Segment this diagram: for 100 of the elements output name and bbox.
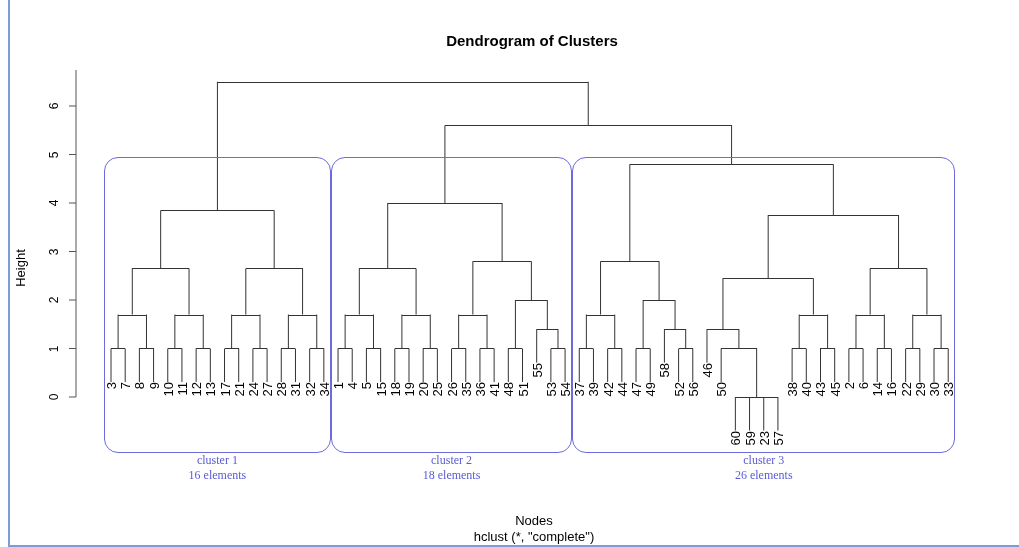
leaf-label: 26 (445, 382, 459, 397)
leaf-label: 46 (700, 362, 714, 378)
branch-line (216, 81, 218, 211)
branch-line (905, 348, 907, 383)
branch-line (273, 209, 275, 269)
branch-line (358, 268, 360, 316)
leaf-label: 10 (161, 382, 175, 397)
branch-line (160, 209, 162, 269)
branch-line (685, 328, 687, 349)
leaf-label: 20 (416, 382, 430, 397)
leaf-label: 49 (643, 382, 657, 397)
leaf-label: 53 (544, 382, 558, 397)
leaf-label: 17 (218, 382, 231, 397)
branch-line (188, 268, 190, 316)
leaf-label: 48 (501, 382, 515, 397)
branch-line (827, 314, 829, 349)
branch-line (898, 214, 900, 269)
branch-line (798, 314, 800, 349)
branch-line (252, 348, 254, 383)
branch-line (706, 328, 708, 364)
branch-line (777, 396, 779, 432)
method-caption: hclust (*, "complete") (473, 530, 595, 543)
branch-line (578, 348, 580, 383)
leaf-label: 52 (672, 382, 686, 397)
branch-line (635, 348, 637, 383)
branch-line (805, 348, 807, 383)
branch-line (522, 348, 523, 383)
branch-line (629, 163, 631, 262)
branch-line (812, 277, 814, 316)
branch-line (731, 124, 733, 165)
leaf-label: 45 (828, 382, 842, 397)
branch-line (607, 348, 609, 383)
tick-label: 6 (48, 102, 60, 110)
leaf-label: 9 (147, 382, 161, 390)
branch-line (587, 81, 589, 126)
leaf-label: 39 (586, 382, 600, 397)
branch-line (486, 314, 488, 349)
branch-line (767, 214, 769, 279)
leaf-label: 41 (487, 382, 501, 397)
branch-line (266, 348, 268, 383)
branch-line (287, 314, 289, 349)
leaf-label: 2 (842, 382, 856, 390)
branch-line (862, 348, 864, 383)
branch-line (117, 314, 119, 349)
branch-line (855, 314, 857, 349)
tick-label: 1 (48, 345, 60, 352)
leaf-label: 38 (785, 382, 799, 397)
branch-line (557, 328, 559, 349)
leaf-label: 40 (799, 382, 813, 397)
branch-line (749, 396, 751, 432)
branch-line (302, 268, 304, 316)
leaf-label: 43 (814, 382, 827, 397)
branch-line (373, 314, 374, 349)
leaf-label: 37 (572, 382, 586, 397)
leaf-label: 34 (317, 382, 331, 397)
tick-label: 4 (48, 199, 60, 207)
leaf-label: 18 (388, 382, 402, 397)
branch-line (294, 348, 296, 383)
leaf-label: 30 (927, 382, 941, 397)
leaf-label: 50 (714, 382, 728, 397)
branch-line (756, 348, 758, 398)
branch-line (238, 348, 240, 383)
branch-line (592, 348, 594, 383)
branch-line (890, 348, 892, 383)
axis-title: Nodes (515, 514, 553, 527)
leaf-label: 44 (615, 382, 629, 397)
branch-line (316, 314, 318, 349)
leaf-label: 19 (402, 382, 416, 397)
chart-title: Dendrogram of Clusters (446, 31, 618, 51)
branch-line (614, 314, 616, 349)
leaf-label: 32 (303, 382, 317, 397)
branch-line (444, 124, 446, 204)
branch-line (429, 314, 431, 349)
branch-line (380, 348, 382, 383)
branch-line (926, 268, 928, 316)
leaf-label: 28 (274, 382, 288, 397)
branch-line (465, 348, 467, 383)
tick-label: 5 (48, 151, 60, 158)
branch-line (550, 348, 552, 383)
branch-line (181, 348, 183, 383)
leaf-label: 58 (657, 362, 671, 378)
branch-line (224, 348, 225, 383)
branch-line (848, 348, 850, 383)
branch-line (734, 396, 736, 432)
branch-line (479, 348, 481, 383)
branch-line (678, 348, 680, 383)
leaf-label: 55 (530, 362, 544, 378)
leaf-label: 36 (473, 382, 487, 397)
tick-label: 2 (48, 296, 60, 304)
branch-line (722, 277, 724, 330)
leaf-label: 8 (132, 382, 146, 390)
branch-line (912, 314, 914, 349)
leaf-label: 1 (331, 382, 345, 390)
leaf-label: 31 (288, 382, 302, 397)
branch-line (153, 348, 155, 383)
leaf-label: 14 (870, 382, 884, 397)
branch-line (738, 328, 740, 349)
branch-line (600, 260, 602, 316)
branch-line (883, 314, 885, 349)
branch-line (387, 202, 389, 269)
